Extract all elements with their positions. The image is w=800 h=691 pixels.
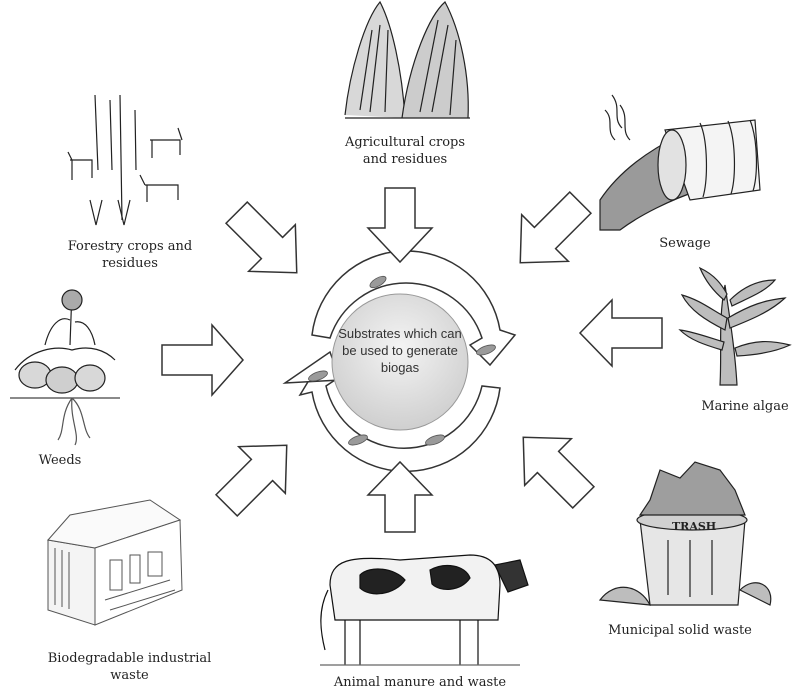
svg-text:TRASH: TRASH xyxy=(672,520,716,533)
arrow-from-industrial xyxy=(214,444,288,518)
weed-plant-icon xyxy=(10,289,120,446)
weeds-label: Weeds xyxy=(38,453,82,468)
sewage-pipe-icon xyxy=(599,94,761,231)
leaf-icon xyxy=(308,370,328,382)
marine-algae-label: Marine algae xyxy=(701,399,789,414)
trash-can-icon: TRASH xyxy=(598,461,772,606)
grain-stalks-icon xyxy=(344,0,470,119)
industrial-waste-label: Biodegradable industrial waste xyxy=(47,651,212,683)
arrow-from-weeds xyxy=(161,323,245,397)
leaf-icon xyxy=(476,344,496,356)
animal-manure-label: Animal manure and waste xyxy=(333,675,507,690)
seaweed-icon xyxy=(678,266,792,386)
agricultural-label: Agricultural crops and residues xyxy=(344,135,466,167)
cycle-ring-top xyxy=(311,250,517,367)
center-cycle xyxy=(282,250,517,473)
factory-icon xyxy=(47,499,183,626)
forestry-label: Forestry crops and residues xyxy=(67,239,193,271)
arrow-from-forestry xyxy=(224,200,298,274)
sewage-label: Sewage xyxy=(659,236,711,251)
arrow-from-agricultural xyxy=(366,187,434,264)
leaf-icon xyxy=(369,275,387,289)
leaf-icon xyxy=(425,434,445,446)
cow-icon xyxy=(320,554,529,666)
arrow-from-marine xyxy=(578,298,663,368)
center-orb xyxy=(331,293,469,431)
municipal-waste-label: Municipal solid waste xyxy=(608,623,752,638)
leaf-icon xyxy=(348,434,368,446)
arrow-from-sewage xyxy=(519,190,593,264)
center-label: Substrates which can be used to generate… xyxy=(338,326,462,375)
arrow-from-animal xyxy=(366,460,434,533)
forest-deer-icon xyxy=(67,94,183,226)
arrow-from-municipal xyxy=(522,436,596,510)
